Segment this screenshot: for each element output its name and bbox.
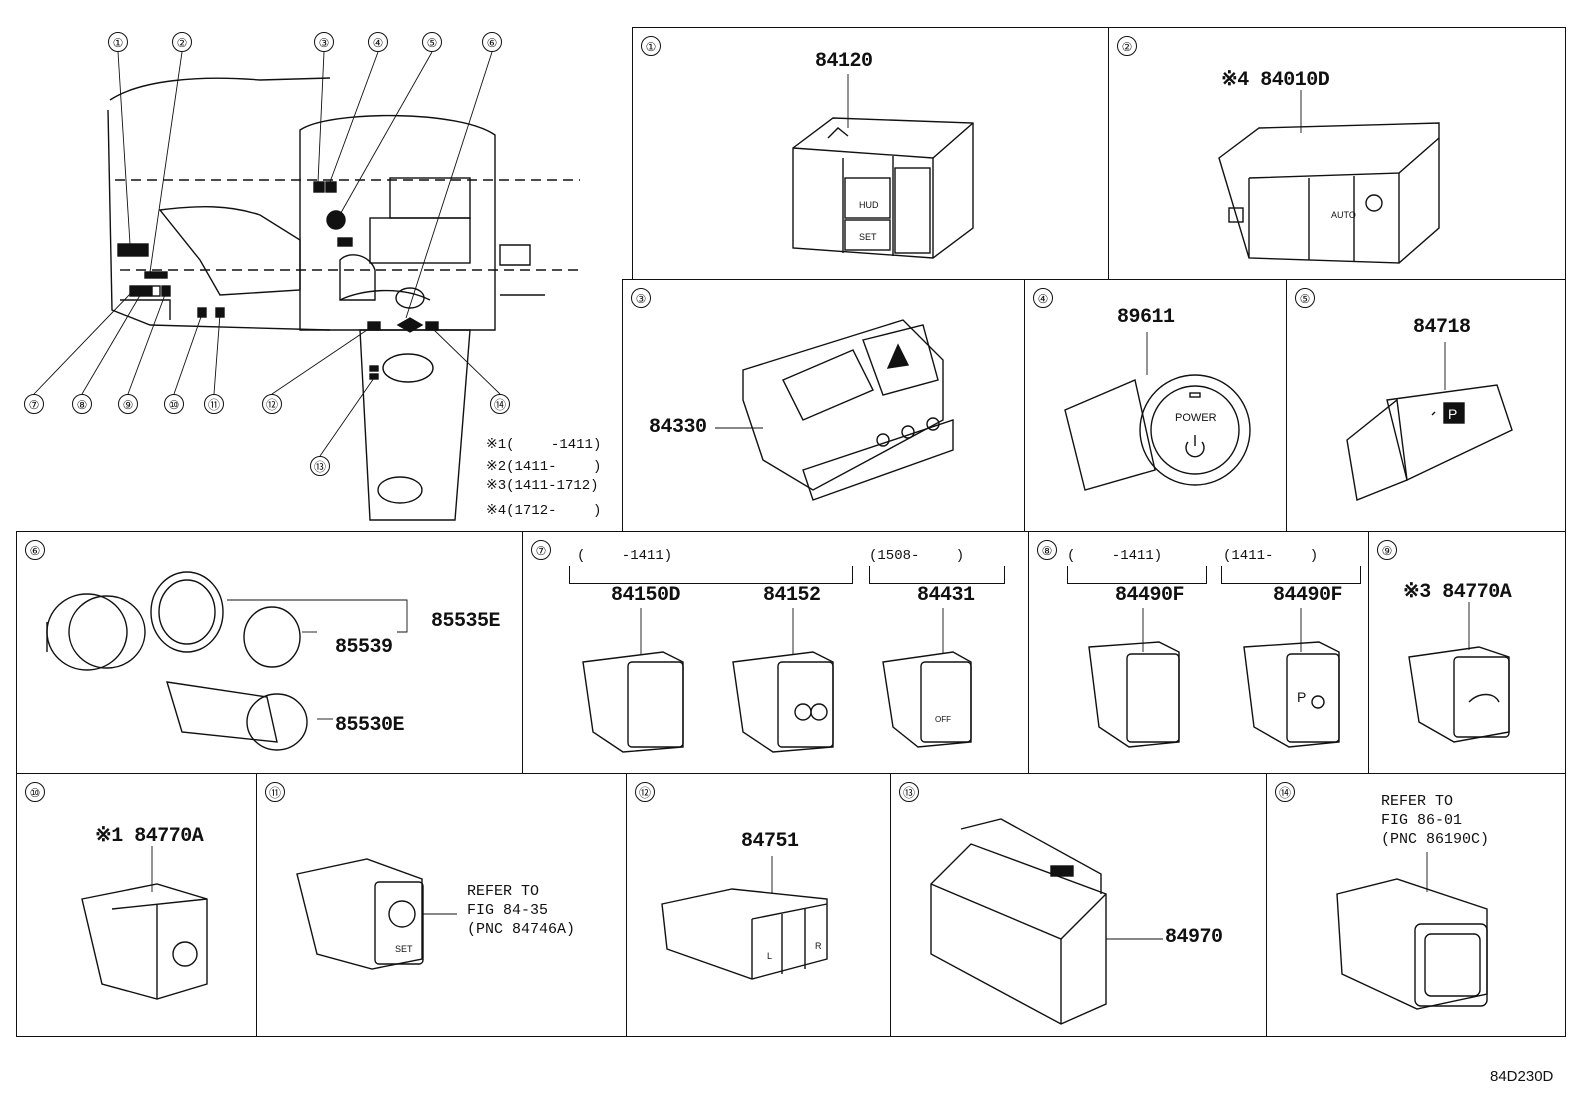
panel-7-range-1: ( -1411)	[577, 548, 673, 564]
panel-9: ⑨ ※3 84770A	[1368, 531, 1566, 775]
part-number-84970: 84970	[1165, 926, 1223, 949]
callout-5: ⑤	[422, 32, 442, 52]
panel-4: ④ 89611 POWER	[1024, 279, 1288, 533]
panel-6-number: ⑥	[25, 540, 45, 560]
part-number-84330: 84330	[649, 416, 707, 439]
part-number-84770A-s3: ※3 84770A	[1403, 581, 1512, 604]
panel-1: HUD SET ① 84120	[632, 27, 1110, 281]
panel-14-switch-drawing	[1336, 852, 1488, 1010]
callout-7: ⑦	[24, 394, 44, 414]
svg-text:L: L	[767, 951, 772, 961]
panel-7: ⑦ ( -1411) (1508- ) 84150D 84152 84431 O…	[522, 531, 1030, 775]
svg-text:SET: SET	[859, 232, 877, 242]
part-number-85535E: 85535E	[431, 610, 501, 633]
callout-4: ④	[368, 32, 388, 52]
panel-6: ⑥ 85535E 85539 85530E	[16, 531, 524, 775]
callout-2: ②	[172, 32, 192, 52]
panel-5: P ⑤ 84718	[1286, 279, 1566, 533]
callout-8: ⑧	[72, 394, 92, 414]
panel-4-number: ④	[1033, 288, 1053, 308]
panel-8-switches-drawing: P	[1088, 608, 1340, 748]
part-number-89611: 89611	[1117, 306, 1175, 329]
refer-to-fig-86-01: REFER TO FIG 86-01 (PNC 86190C)	[1381, 793, 1490, 848]
panel-11: ⑪ SET REFER TO FIG 84-35 (PNC 84746A)	[256, 773, 628, 1037]
panel-8-number: ⑧	[1037, 540, 1057, 560]
note-3: ※3(1411-1712)	[486, 478, 599, 494]
panel-12-switch-drawing: L R	[661, 856, 828, 980]
part-number-85539: 85539	[335, 636, 393, 659]
panel-8: ⑧ ( -1411) (1411- ) 84490F 84490F P	[1028, 531, 1370, 775]
part-number-84431: 84431	[917, 584, 975, 607]
callout-6: ⑥	[482, 32, 502, 52]
callout-1: ①	[108, 32, 128, 52]
panel-14-number: ⑭	[1275, 782, 1295, 802]
switch-84120-drawing: HUD SET	[792, 117, 974, 259]
callout-14: ⑭	[490, 394, 510, 414]
part-number-84120: 84120	[815, 50, 873, 73]
panel-10-switch-drawing	[81, 846, 208, 1000]
panel-7-number: ⑦	[531, 540, 551, 560]
callout-12: ⑫	[262, 394, 282, 414]
part-number-84150D: 84150D	[611, 584, 681, 607]
part-number-84751: 84751	[741, 830, 799, 853]
panel-13-number: ⑬	[899, 782, 919, 802]
note-1: ※1( -1411)	[486, 437, 602, 453]
refer-to-fig-84-35: REFER TO FIG 84-35 (PNC 84746A)	[467, 883, 576, 938]
switch-84330-drawing	[742, 319, 954, 501]
panel-8-range-1: ( -1411)	[1067, 548, 1163, 564]
svg-text:OFF: OFF	[935, 715, 951, 724]
panel-13-switch-drawing	[930, 818, 1163, 1025]
part-number-84718: 84718	[1413, 316, 1471, 339]
panel-11-number: ⑪	[265, 782, 285, 802]
panel-9-number: ⑨	[1377, 540, 1397, 560]
panel-7-switches-drawing: OFF	[582, 608, 972, 753]
part-number-84770A-s1: ※1 84770A	[95, 825, 204, 848]
callout-10: ⑩	[164, 394, 184, 414]
callout-9: ⑨	[118, 394, 138, 414]
panel-11-switch-drawing: SET	[296, 858, 457, 970]
panel-7-range-2: (1508- )	[869, 548, 965, 564]
svg-text:P: P	[1297, 689, 1306, 705]
panel-2: AUTO ② ※4 84010D	[1108, 27, 1566, 281]
svg-text:R: R	[815, 941, 822, 951]
parking-switch-drawing: P	[1346, 384, 1513, 501]
panel-9-switch-drawing	[1408, 602, 1510, 743]
panel-5-number: ⑤	[1295, 288, 1315, 308]
svg-text:P: P	[1448, 406, 1457, 422]
svg-text:SET: SET	[395, 944, 413, 954]
callout-3: ③	[314, 32, 334, 52]
note-2: ※2(1411- )	[486, 459, 602, 475]
callout-11: ⑪	[204, 394, 224, 414]
panel-14: ⑭ REFER TO FIG 86-01 (PNC 86190C)	[1266, 773, 1566, 1037]
figure-code: 84D230D	[1490, 1068, 1554, 1085]
panel-13: ⑬ 84970	[890, 773, 1268, 1037]
dashboard-drawing	[33, 51, 580, 521]
part-number-84490F-a: 84490F	[1115, 584, 1185, 607]
switch-84010D-drawing: AUTO	[1218, 122, 1440, 264]
panel-8-range-2: (1411- )	[1223, 548, 1319, 564]
panel-12: ⑫ 84751 L R	[626, 773, 892, 1037]
power-outlet-drawing	[46, 571, 408, 751]
part-number-85530E: 85530E	[335, 714, 405, 737]
callout-13: ⑬	[310, 456, 330, 476]
power-switch-drawing	[1064, 374, 1251, 491]
part-number-84010D: ※4 84010D	[1221, 69, 1330, 92]
panel-10-number: ⑩	[25, 782, 45, 802]
power-label: POWER	[1175, 412, 1217, 424]
note-4: ※4(1712- )	[486, 503, 602, 519]
panel-3-number: ③	[631, 288, 651, 308]
part-number-84490F-b: 84490F	[1273, 584, 1343, 607]
panel-12-number: ⑫	[635, 782, 655, 802]
panel-10: ⑩ ※1 84770A	[16, 773, 258, 1037]
panel-2-number: ②	[1117, 36, 1137, 56]
svg-text:AUTO: AUTO	[1331, 210, 1356, 220]
part-number-84152: 84152	[763, 584, 821, 607]
panel-1-number: ①	[641, 36, 661, 56]
svg-text:HUD: HUD	[859, 200, 879, 210]
panel-3: ③ 84330	[622, 279, 1026, 533]
